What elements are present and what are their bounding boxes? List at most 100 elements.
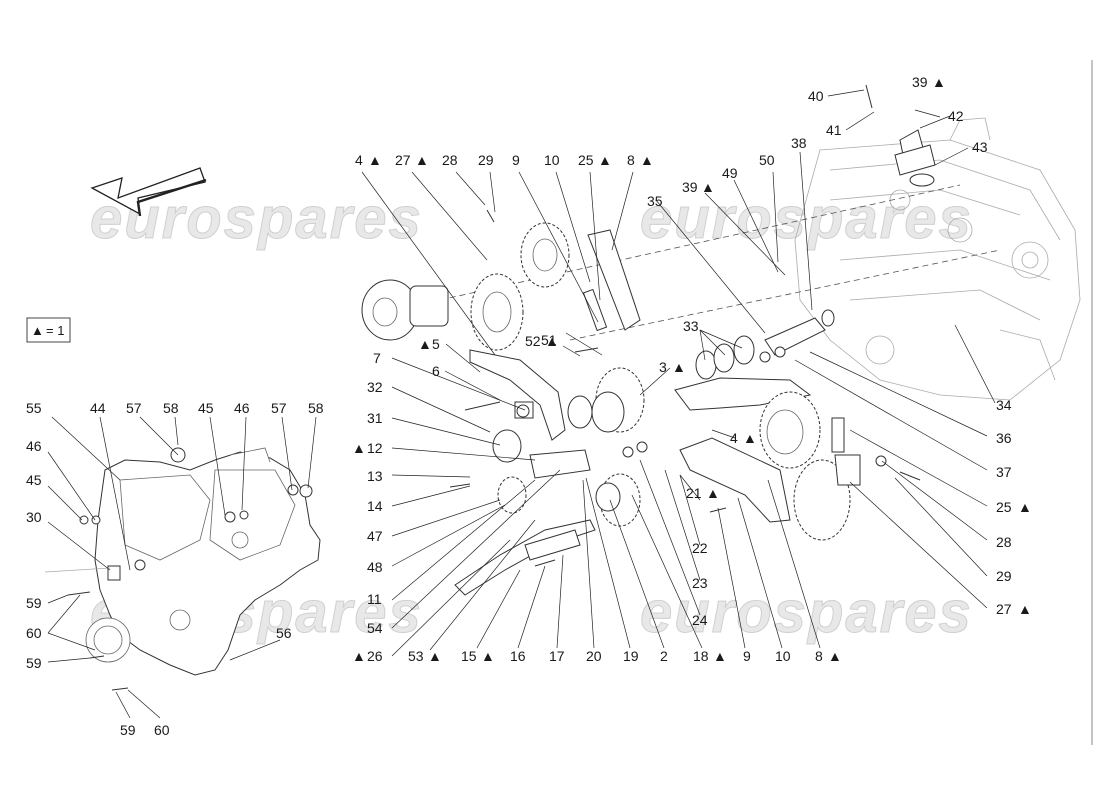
label-27b-tri: ▲ <box>1018 601 1032 617</box>
legend-symbol: ▲ <box>31 323 44 338</box>
label-56: 56 <box>276 625 292 641</box>
label-41: 41 <box>826 122 842 138</box>
label-16: 16 <box>510 648 526 664</box>
right-sprocket <box>759 391 851 541</box>
label-53: 53 <box>408 648 424 664</box>
axis-line-2 <box>569 249 1001 341</box>
label-4-tri: ▲ <box>368 152 382 168</box>
chain-tensioner-38 <box>764 309 835 356</box>
legend-text: = 1 <box>46 323 64 338</box>
label-21-tri: ▲ <box>706 485 720 501</box>
label-8b: 8 <box>815 648 823 664</box>
label-18: 18 <box>693 648 709 664</box>
label-58: 58 <box>163 400 179 416</box>
upper-sprocket <box>520 222 570 288</box>
label-59c: 59 <box>120 722 136 738</box>
variator-sprockets-33 <box>695 335 755 380</box>
label-27: 27 <box>395 152 411 168</box>
label-5-tri: ▲ <box>418 336 432 352</box>
label-15: 15 <box>461 648 477 664</box>
callout-labels: 4 ▲ 27 ▲ 28 29 9 10 25 ▲ 8 ▲ 40 39 ▲ 41 … <box>26 74 1032 738</box>
label-31: 31 <box>367 410 383 426</box>
label-35: 35 <box>647 193 663 209</box>
label-7: 7 <box>373 350 381 366</box>
label-39b-tri: ▲ <box>701 179 715 195</box>
label-37: 37 <box>996 464 1012 480</box>
label-12: 12 <box>367 440 383 456</box>
label-30: 30 <box>26 509 42 525</box>
label-59b: 59 <box>26 655 42 671</box>
label-26: 26 <box>367 648 383 664</box>
label-52: 52 <box>525 333 541 349</box>
label-6: 6 <box>432 363 440 379</box>
label-25: 25 <box>578 152 594 168</box>
label-20: 20 <box>586 648 602 664</box>
label-8b-tri: ▲ <box>828 648 842 664</box>
label-27-tri: ▲ <box>415 152 429 168</box>
label-4b: 4 <box>730 430 738 446</box>
label-25-tri: ▲ <box>598 152 612 168</box>
label-17: 17 <box>549 648 565 664</box>
direction-arrow-icon <box>90 167 207 217</box>
label-29b: 29 <box>996 568 1012 584</box>
label-8-tri: ▲ <box>640 152 654 168</box>
tensioner-blade-left <box>469 349 566 441</box>
label-60b: 60 <box>154 722 170 738</box>
chain-link-right <box>831 417 861 486</box>
label-46: 46 <box>234 400 250 416</box>
label-59: 59 <box>26 595 42 611</box>
watermark-4: eurospares <box>640 580 973 645</box>
label-48: 48 <box>367 559 383 575</box>
label-57: 57 <box>126 400 142 416</box>
label-60: 60 <box>26 625 42 641</box>
label-14: 14 <box>367 498 383 514</box>
label-10: 10 <box>544 152 560 168</box>
engine-block-outline <box>794 117 1081 401</box>
label-28b: 28 <box>996 534 1012 550</box>
label-43: 43 <box>972 139 988 155</box>
label-40: 40 <box>808 88 824 104</box>
label-39-tri: ▲ <box>932 74 946 90</box>
label-4: 4 <box>355 152 363 168</box>
label-23: 23 <box>692 575 708 591</box>
leader-lines <box>47 89 996 719</box>
label-36: 36 <box>996 430 1012 446</box>
label-24: 24 <box>692 612 708 628</box>
label-27b: 27 <box>996 601 1012 617</box>
label-10b: 10 <box>775 648 791 664</box>
label-29: 29 <box>478 152 494 168</box>
label-5: 5 <box>432 336 440 352</box>
label-18-tri: ▲ <box>713 648 727 664</box>
label-32: 32 <box>367 379 383 395</box>
label-22: 22 <box>692 540 708 556</box>
label-49: 49 <box>722 165 738 181</box>
chain-guide-upper <box>582 229 641 332</box>
label-38: 38 <box>791 135 807 151</box>
label-26-tri: ▲ <box>352 648 366 664</box>
label-46b: 46 <box>26 438 42 454</box>
label-58b: 58 <box>308 400 324 416</box>
tensioner-top-39 <box>865 84 936 187</box>
label-3: 3 <box>659 359 667 375</box>
lower-guide-rail <box>454 519 596 596</box>
label-33: 33 <box>683 318 699 334</box>
center-gear-cluster <box>567 367 645 527</box>
label-54: 54 <box>367 620 383 636</box>
label-52-tri: ▲ <box>545 333 559 349</box>
label-13: 13 <box>367 468 383 484</box>
label-2: 2 <box>660 648 668 664</box>
label-9: 9 <box>512 152 520 168</box>
label-39: 39 <box>912 74 928 90</box>
label-9b: 9 <box>743 648 751 664</box>
label-25b-tri: ▲ <box>1018 499 1032 515</box>
label-57b: 57 <box>271 400 287 416</box>
label-4b-tri: ▲ <box>743 430 757 446</box>
intake-sprocket <box>470 273 524 351</box>
label-44: 44 <box>90 400 106 416</box>
label-28: 28 <box>442 152 458 168</box>
label-34: 34 <box>996 397 1012 413</box>
label-51: 51 <box>541 332 557 348</box>
label-8: 8 <box>627 152 635 168</box>
label-15-tri: ▲ <box>481 648 495 664</box>
